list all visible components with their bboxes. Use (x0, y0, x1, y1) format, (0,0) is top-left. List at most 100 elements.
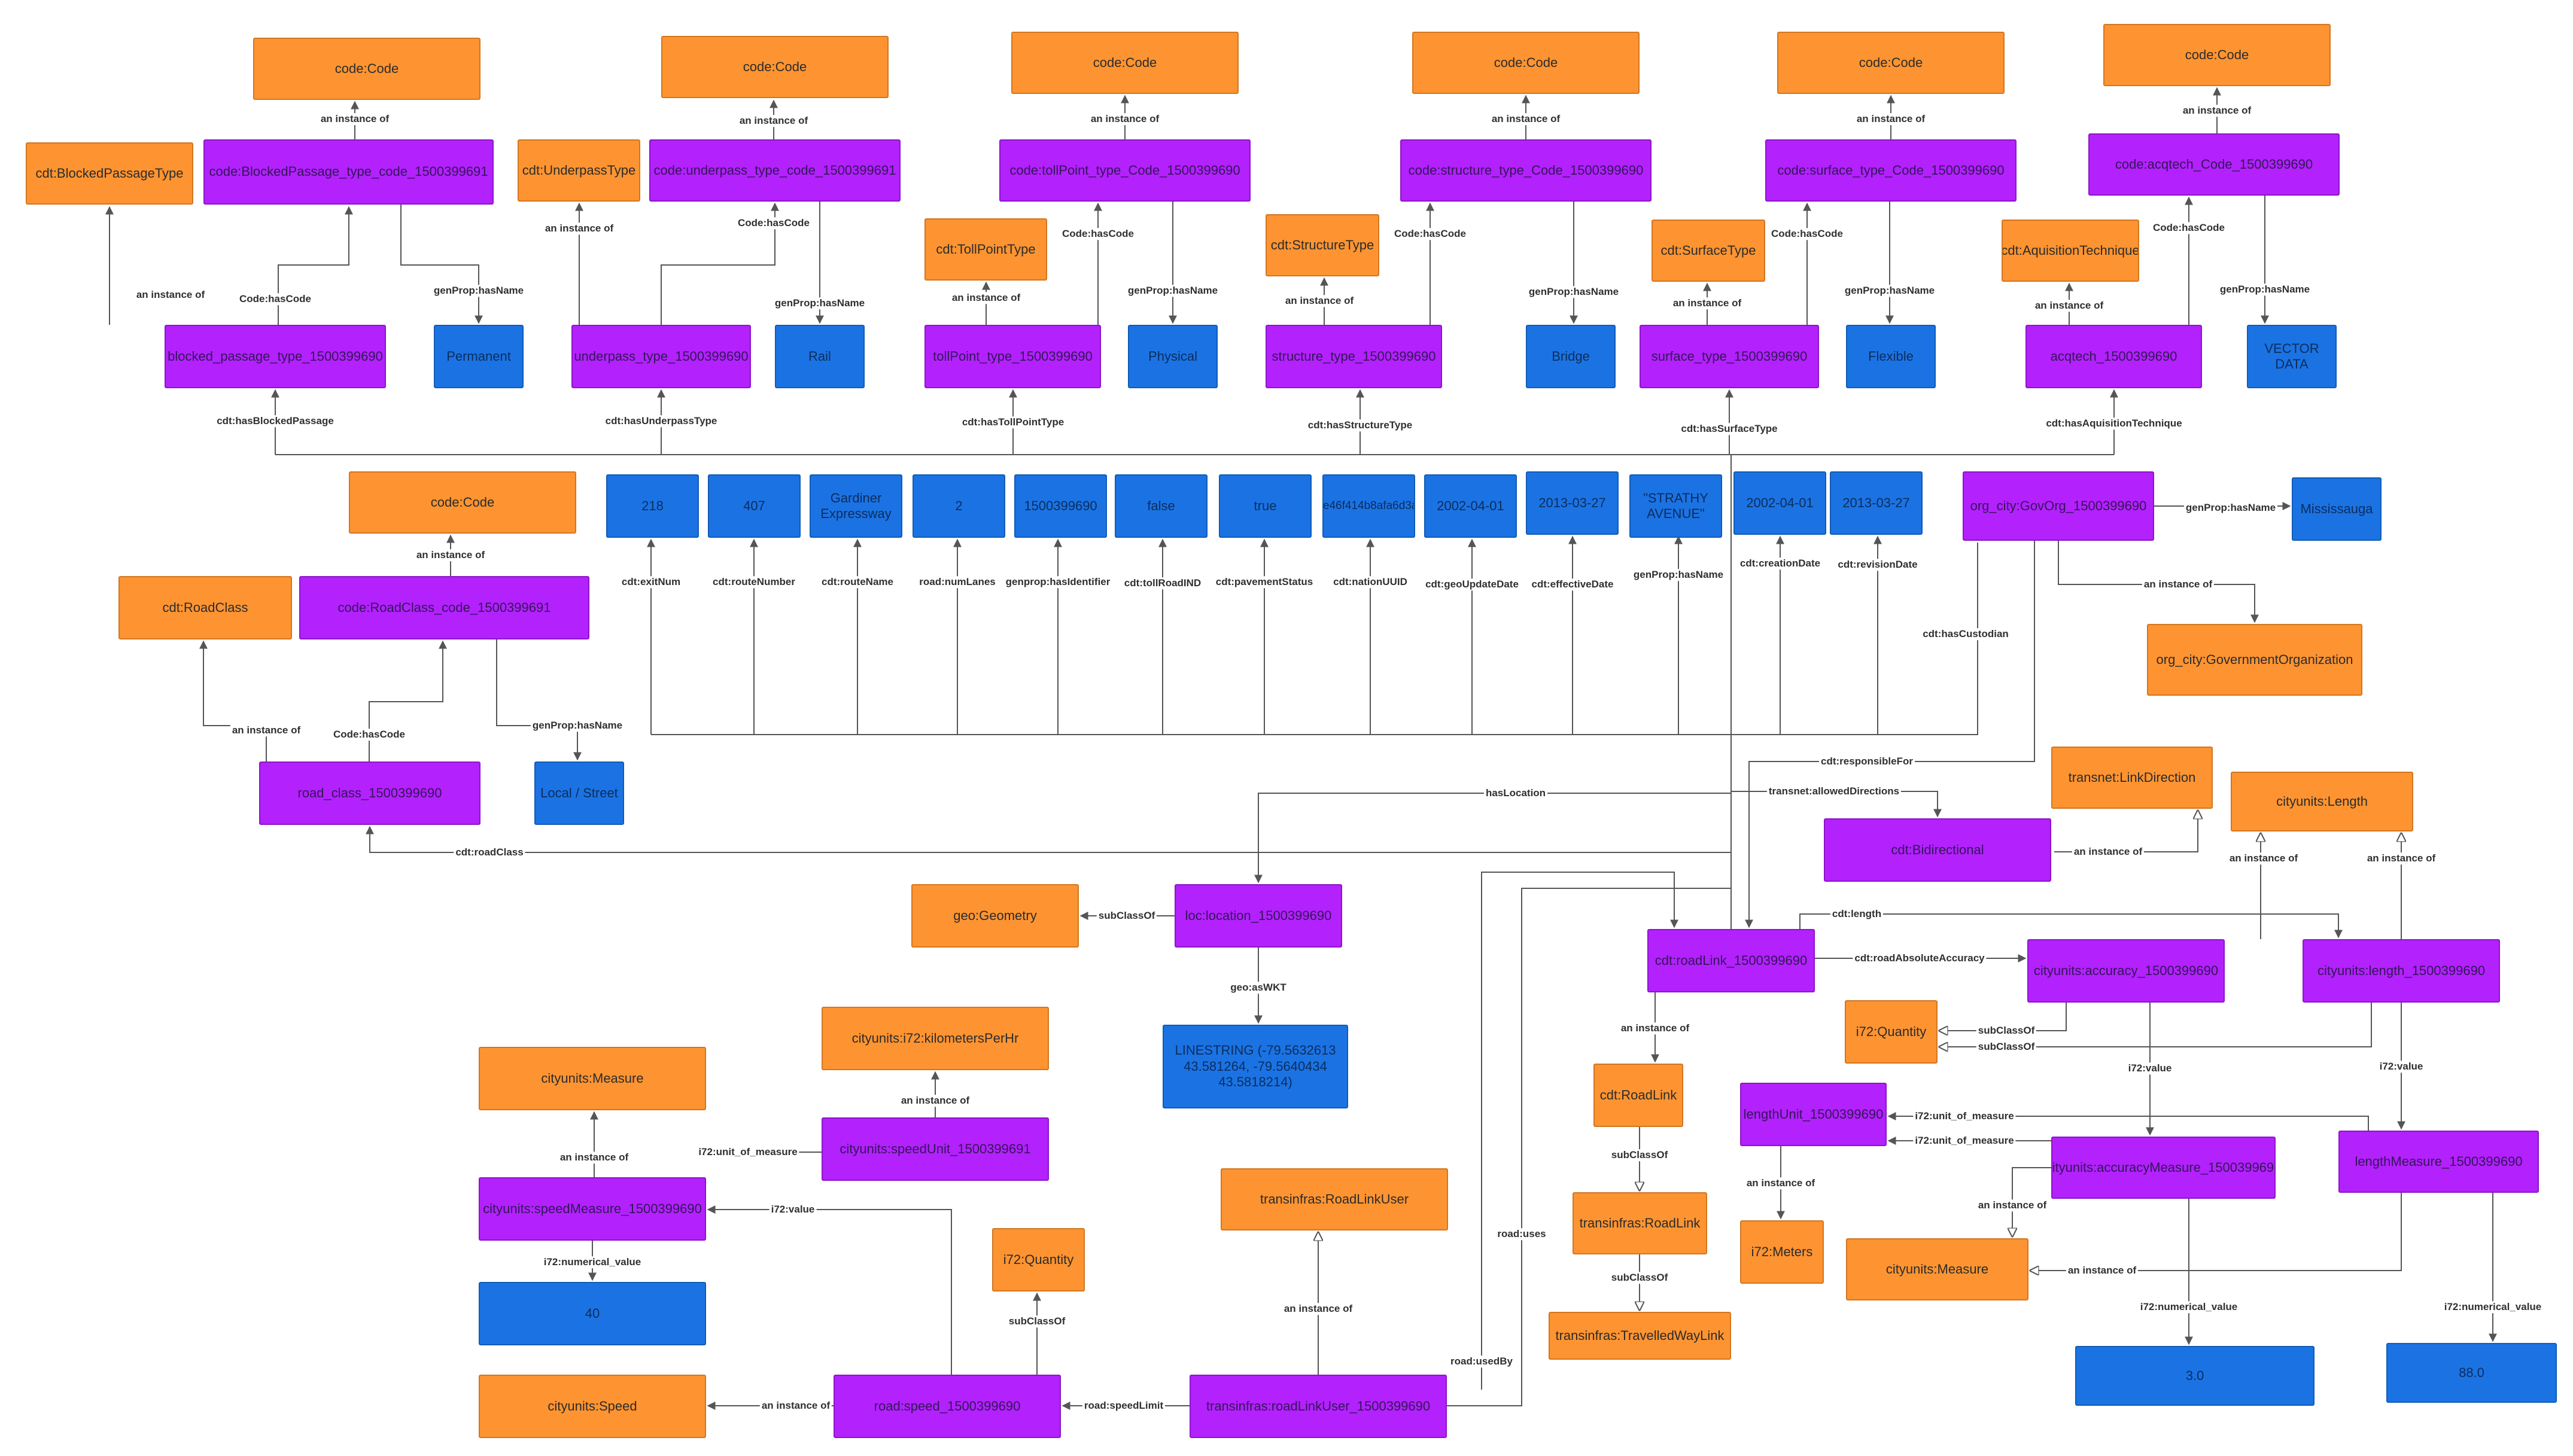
structure-code-node: code:structure_type_Code_1500399690 (1400, 139, 1652, 202)
edge-connector (199, 640, 267, 761)
edge-label: cdt:creationDate (1738, 558, 1823, 569)
edge-label: an instance of (543, 223, 616, 234)
exit-num-literal: 218 (606, 474, 699, 538)
road-class-instance-node: road_class_1500399690 (259, 761, 480, 825)
edge-label: cdt:nationUUID (1331, 576, 1409, 588)
edge-label: road:numLanes (917, 576, 997, 588)
edge-label: an instance of (737, 115, 810, 127)
speed-class-node: cityunits:Speed (479, 1375, 706, 1438)
length-class-node: cityunits:Length (2231, 772, 2413, 831)
edge-connector (2012, 1167, 2051, 1236)
surface-type-class-node: cdt:SurfaceType (1652, 220, 1765, 282)
revision-date-literal: 2013-03-27 (1830, 471, 1923, 535)
road-speed-instance-node: road:speed_1500399690 (834, 1375, 1061, 1438)
meters-node: i72:Meters (1740, 1220, 1824, 1284)
tollroad-literal: false (1115, 474, 1208, 538)
accuracy-value-literal: 3.0 (2075, 1346, 2315, 1406)
edge-label: an instance of (230, 724, 303, 736)
edge-label: an instance of (759, 1400, 832, 1412)
edge-label: i72:value (2377, 1061, 2425, 1073)
edge-connector (496, 639, 582, 761)
identifier-literal: 1500399690 (1014, 474, 1107, 538)
edge-label: i72:numerical_value (2138, 1301, 2240, 1313)
name-literal: "STRATHY AVENUE" (1629, 474, 1722, 538)
edge-label: genProp:hasName (1842, 285, 1937, 297)
road-class-code-node: code:RoadClass_code_1500399691 (299, 576, 589, 639)
edge-label: i72:numerical_value (542, 1256, 643, 1268)
edge-connector (661, 202, 779, 325)
edge-label: Code:hasCode (736, 217, 811, 229)
edge-label: i72:unit_of_measure (697, 1146, 799, 1158)
edge-label: hasLocation (1483, 787, 1548, 799)
edge-label: cdt:length (1830, 908, 1884, 920)
edge-connector (651, 543, 1978, 735)
edge-label: cdt:hasStructureType (1306, 419, 1415, 431)
edge-connector (1447, 888, 1731, 1406)
edge-label: cdt:exitNum (619, 576, 683, 588)
edge-label: an instance of (1282, 1303, 1355, 1315)
geometry-class-node: geo:Geometry (911, 884, 1079, 948)
tollpoint-name-literal: Physical (1128, 325, 1218, 388)
roadlink-instance-node: cdt:roadLink_1500399690 (1647, 929, 1815, 992)
acqtech-instance-node: acqtech_1500399690 (2025, 325, 2202, 388)
edge-label: an instance of (1489, 113, 1562, 125)
edge-label: cdt:geoUpdateDate (1424, 578, 1520, 590)
edge-connector (366, 826, 1731, 853)
num-lanes-literal: 2 (913, 474, 1005, 538)
code-class-node: code:Code (661, 36, 889, 98)
edge-label: an instance of (2033, 300, 2106, 312)
length-measure-instance-node: lengthMeasure_1500399690 (2338, 1131, 2539, 1193)
surface-code-node: code:surface_type_Code_1500399690 (1765, 139, 2017, 202)
edge-label: subClassOf (1976, 1041, 2037, 1053)
roadlink-class-node: cdt:RoadLink (1593, 1064, 1683, 1127)
underpass-code-node: code:underpass_type_code_1500399691 (649, 139, 901, 202)
edge-label: subClassOf (1006, 1315, 1067, 1327)
govorg-name-literal: Mississauga (2292, 477, 2382, 541)
speed-measure-instance-node: cityunits:speedMeasure_1500399690 (479, 1177, 706, 1241)
geo-update-date-literal: 2002-04-01 (1424, 474, 1517, 538)
edge-connector (1799, 913, 2343, 939)
edge-label: an instance of (414, 549, 487, 561)
edge-label: i72:numerical_value (2442, 1301, 2544, 1313)
accuracy-instance-node: cityunits:accuracy_1500399690 (2027, 939, 2225, 1003)
edge-label: an instance of (1671, 297, 1744, 309)
edge-label: cdt:responsibleFor (1819, 756, 1915, 767)
underpass-type-class-node: cdt:UnderpassType (518, 139, 640, 202)
road-class-name-literal: Local / Street (534, 761, 624, 825)
edge-label: cdt:roadAbsoluteAccuracy (1853, 952, 1987, 964)
acqtech-code-node: code:acqtech_Code_1500399690 (2088, 133, 2340, 196)
speed-unit-instance-node: cityunits:speedUnit_1500399691 (822, 1117, 1049, 1181)
edge-label: road:usedBy (1449, 1356, 1514, 1367)
edge-label: Code:hasCode (1060, 228, 1136, 240)
measure-class-node: cityunits:Measure (479, 1047, 706, 1110)
govorg-instance-node: org_city:GovOrg_1500399690 (1963, 471, 2154, 541)
road-class-class-node: cdt:RoadClass (118, 576, 292, 639)
edge-label: geo:asWKT (1228, 982, 1288, 994)
edge-label: i72:unit_of_measure (1913, 1110, 2016, 1122)
code-class-node: code:Code (349, 471, 576, 534)
edge-label: an instance of (950, 292, 1023, 304)
edge-label: genprop:hasIdentifier (1003, 576, 1112, 588)
edge-label: cdt:tollRoadIND (1122, 577, 1203, 589)
edge-label: subClassOf (1096, 910, 1157, 922)
surface-name-literal: Flexible (1846, 325, 1936, 388)
code-class-node: code:Code (2103, 24, 2331, 86)
edge-label: Code:hasCode (238, 293, 313, 305)
edge-label: genProp:hasName (2218, 284, 2312, 296)
edge-connector (1254, 793, 1731, 884)
edge-connector (2030, 1193, 2402, 1271)
edge-label: i72:value (769, 1204, 817, 1216)
underpass-instance-node: underpass_type_1500399690 (571, 325, 751, 388)
edge-label: cdt:routeNumber (711, 576, 797, 588)
edge-label: cdt:hasCustodian (1921, 628, 2011, 640)
transinfras-roadlink-class-node: transinfras:RoadLink (1573, 1192, 1707, 1254)
code-class-node: code:Code (253, 38, 480, 100)
route-number-literal: 407 (708, 474, 801, 538)
linestring-literal: LINESTRING (-79.5632613 43.581264, -79.5… (1163, 1025, 1348, 1108)
edge-label: i72:value (2126, 1062, 2174, 1074)
location-instance-node: loc:location_1500399690 (1175, 884, 1342, 948)
edge-label: genProp:hasName (1526, 286, 1621, 298)
blocked-passage-code-node: code:BlockedPassage_type_code_1500399691 (203, 139, 494, 205)
edge-connector (400, 205, 483, 324)
